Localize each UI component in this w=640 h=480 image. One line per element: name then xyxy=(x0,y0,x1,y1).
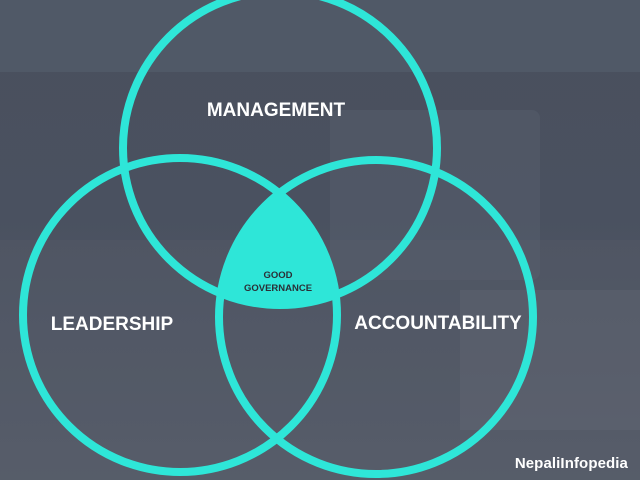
leadership-label: LEADERSHIP xyxy=(51,314,174,335)
good-governance-label-line1: GOOD xyxy=(263,270,292,281)
background-laptop-shape xyxy=(330,110,540,280)
good-governance-label-line2: GOVERNANCE xyxy=(244,283,312,294)
good-governance-region xyxy=(219,160,337,305)
management-label: MANAGEMENT xyxy=(207,100,346,121)
accountability-circle xyxy=(215,156,537,478)
management-circle xyxy=(119,0,441,309)
leadership-circle xyxy=(19,154,341,476)
brand-watermark: NepaliInfopedia xyxy=(514,455,628,472)
background-band xyxy=(0,0,640,72)
background-paper-shape xyxy=(460,290,640,430)
accountability-label: ACCOUNTABILITY xyxy=(354,313,522,334)
